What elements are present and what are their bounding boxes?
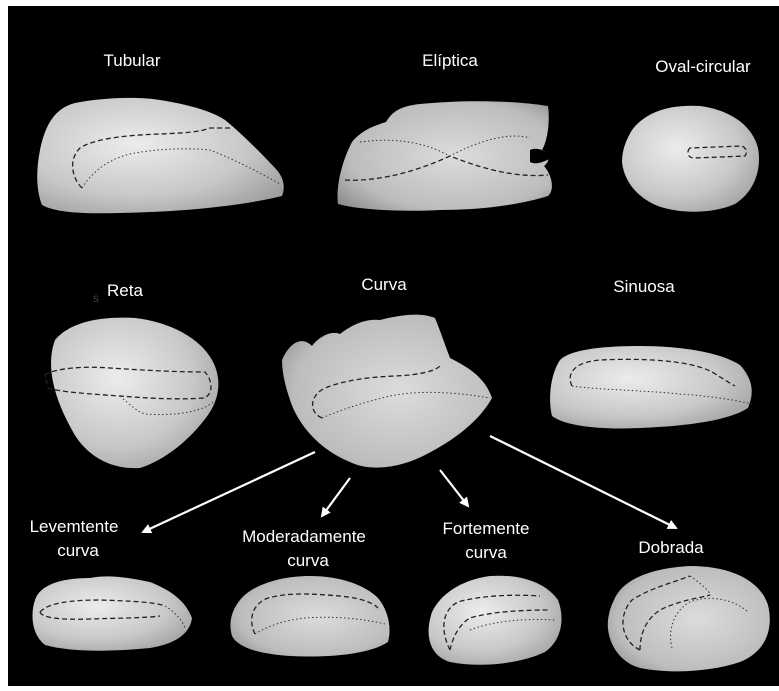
label-dobrada: Dobrada [638,538,704,557]
label-moderadamente-line2: curva [287,551,329,570]
label-tubular: Tubular [103,51,160,70]
label-moderadamente-line1: Moderadamente [242,527,366,546]
label-oval-circular: Oval-circular [655,57,751,76]
otolith-sinuosa [550,346,752,429]
stray-mark: s [93,291,99,305]
label-reta: Reta [107,281,143,300]
otolith-oval-circular [622,106,759,212]
label-curva: Curva [361,275,407,294]
label-levemente-line1: Levemtente [30,517,119,536]
label-fortemente-line2: curva [465,543,507,562]
label-levemente-line2: curva [57,541,99,560]
label-sinuosa: Sinuosa [613,277,675,296]
otolith-dobrada [608,566,770,671]
label-eliptica: Elíptica [422,51,478,70]
label-fortemente-line1: Fortemente [443,519,530,538]
